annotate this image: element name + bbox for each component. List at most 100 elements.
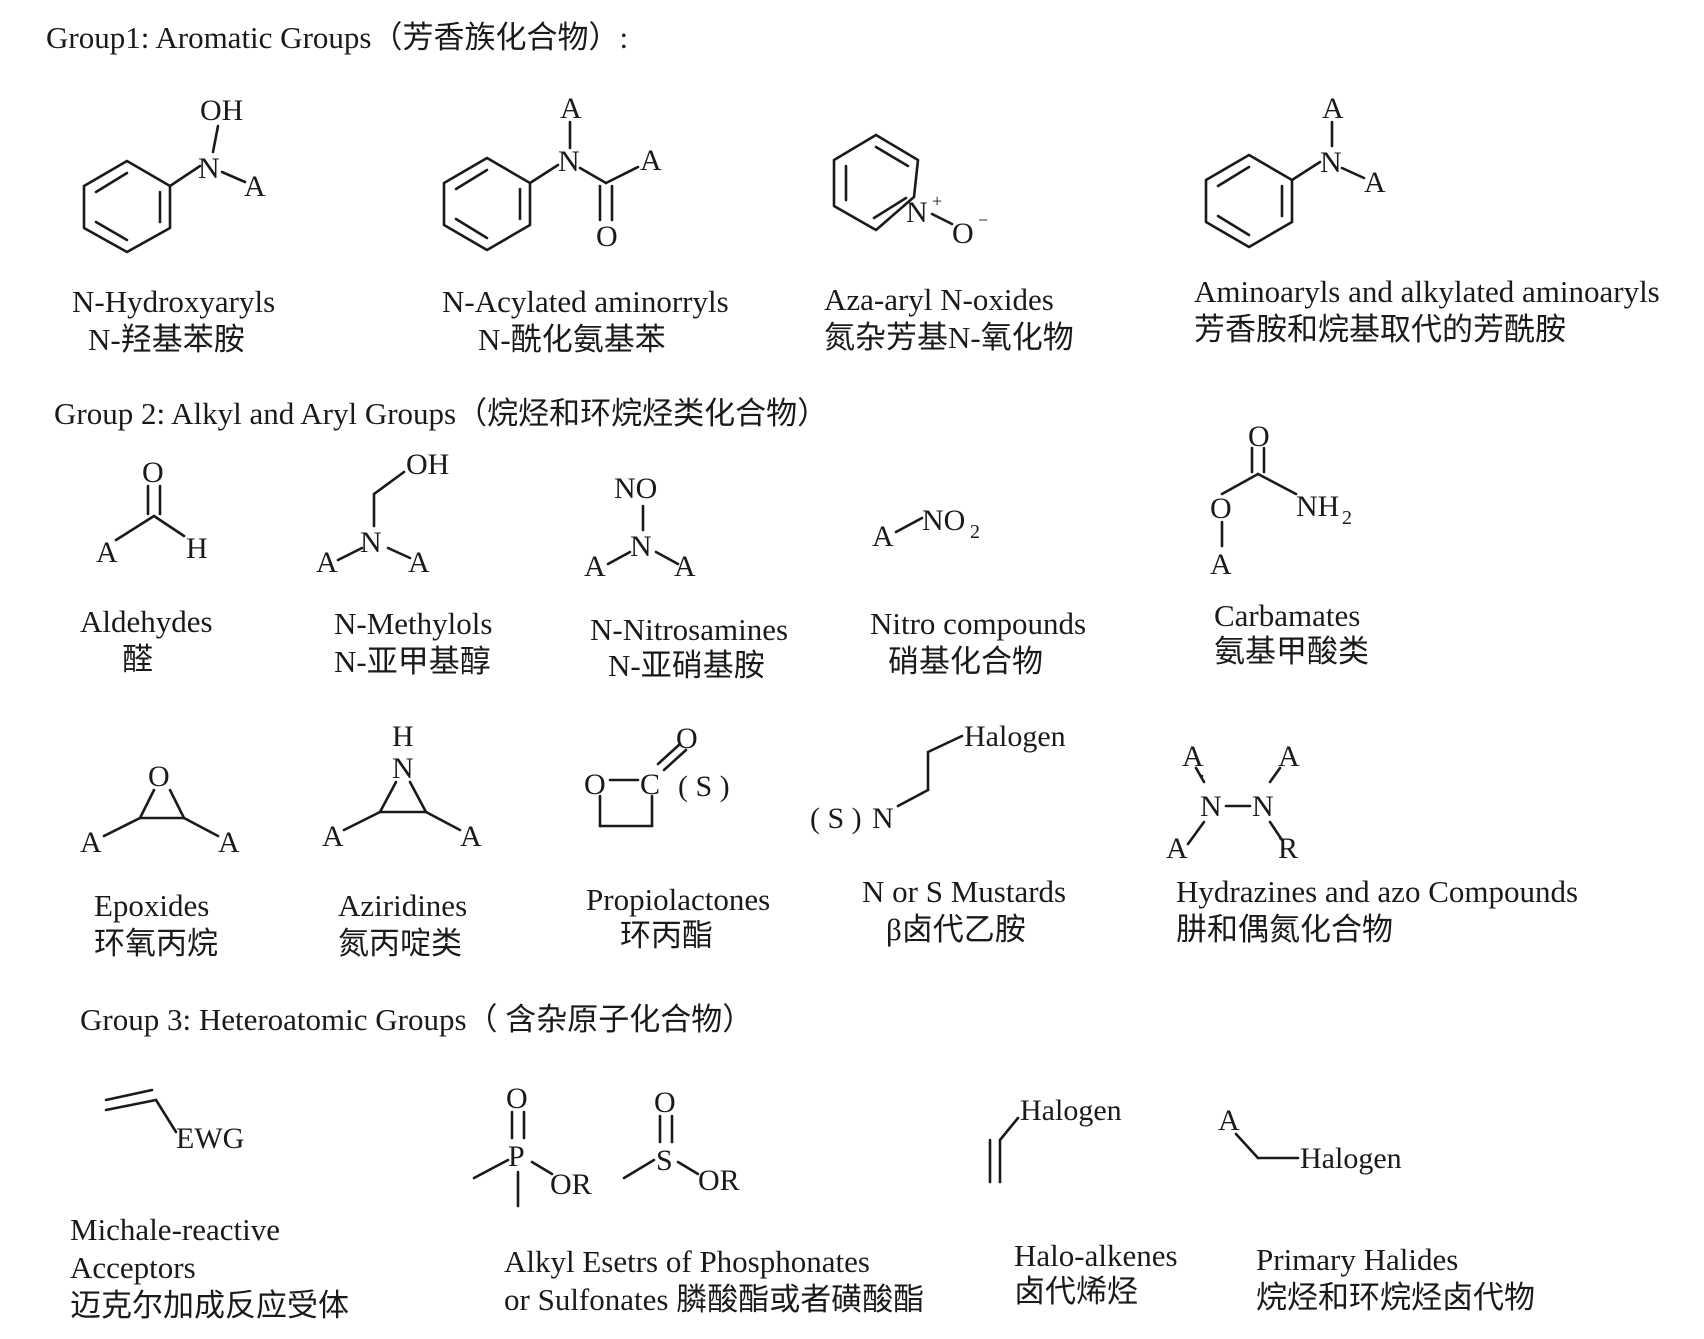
caption-n-acylated-zh: N-酰化氨基苯: [478, 322, 666, 357]
structure-aldehydes: O A H: [96, 456, 208, 569]
atom-n: N: [1252, 790, 1274, 823]
atom-c: C: [640, 768, 660, 801]
atom-a: A: [1166, 832, 1188, 865]
caption-primary-halides-en: Primary Halides: [1256, 1242, 1459, 1277]
atom-no2: NO: [922, 504, 965, 537]
atom-s: S: [656, 1144, 673, 1177]
caption-n-nitrosamines-en: N-Nitrosamines: [590, 612, 789, 647]
atom-a: A: [560, 92, 582, 125]
charge-plus: +: [932, 191, 942, 211]
atom-o: O: [506, 1082, 528, 1115]
atom-n: N: [360, 526, 382, 559]
atom-n: N: [1200, 790, 1222, 823]
caption-haloalkenes-zh: 卤代烯烃: [1014, 1274, 1138, 1309]
caption-michael-en2: Acceptors: [70, 1250, 196, 1285]
atom-o: O: [596, 220, 618, 253]
caption-propiolactones-en: Propiolactones: [586, 882, 771, 917]
atom-ewg: EWG: [176, 1122, 244, 1155]
atom-h: H: [186, 532, 208, 565]
caption-n-hydroxyaryls-zh: N-羟基苯胺: [88, 322, 245, 357]
group3-heading: Group 3: Heteroatomic Groups（ 含杂原子化合物）: [80, 1002, 754, 1037]
atom-o: O: [1210, 492, 1232, 525]
atom-halogen: Halogen: [1020, 1094, 1122, 1127]
atom-oh: OH: [200, 94, 243, 127]
structure-epoxides: O A A: [80, 760, 240, 859]
caption-n-methylols-zh: N-亚甲基醇: [334, 644, 491, 679]
caption-michael-en1: Michale-reactive: [70, 1212, 280, 1247]
structure-michael: EWG: [104, 1088, 244, 1155]
atom-n: N: [1320, 146, 1342, 179]
atom-a: A: [1278, 740, 1300, 773]
atom-a: A: [96, 536, 118, 569]
atom-or: OR: [550, 1168, 592, 1201]
atom-or: OR: [698, 1164, 740, 1197]
atom-a: A: [872, 520, 894, 553]
structure-phosphonates: O P OR O S OR: [472, 1082, 740, 1208]
caption-hydrazines-en: Hydrazines and azo Compounds: [1176, 874, 1579, 909]
atom-o: O: [952, 217, 974, 250]
caption-aza-aryl-zh: 氮杂芳基N-氧化物: [824, 320, 1074, 355]
caption-n-nitrosamines-zh: N-亚硝基胺: [608, 648, 765, 683]
atom-n: N: [872, 802, 894, 835]
group2-heading: Group 2: Alkyl and Aryl Groups（烷烃和环烷烃类化合…: [54, 396, 829, 431]
caption-propiolactones-zh: 环丙酯: [620, 918, 713, 953]
atom-a: A: [316, 546, 338, 579]
caption-aziridines-en: Aziridines: [338, 888, 468, 923]
atom-no: NO: [614, 472, 657, 505]
atom-h: H: [392, 720, 414, 753]
caption-n-methylols-en: N-Methylols: [334, 606, 493, 641]
subscript-2: 2: [970, 521, 980, 543]
caption-michael-zh: 迈克尔加成反应受体: [70, 1288, 349, 1323]
caption-aza-aryl-en: Aza-aryl N-oxides: [824, 282, 1054, 317]
atom-a: A: [244, 170, 266, 203]
atom-a: A: [674, 550, 696, 583]
caption-haloalkenes-en: Halo-alkenes: [1014, 1238, 1178, 1273]
atom-a: A: [1364, 166, 1386, 199]
atom-n: N: [558, 145, 580, 178]
structure-primary-halides: A Halogen: [1218, 1104, 1402, 1175]
atom-o: O: [676, 722, 698, 755]
atom-a: A: [408, 546, 430, 579]
caption-carbamates-en: Carbamates: [1214, 598, 1361, 633]
atom-halogen: Halogen: [1300, 1142, 1402, 1175]
label-s: ( S ): [810, 802, 862, 835]
subscript-2: 2: [1342, 507, 1352, 529]
atom-a: A: [1218, 1104, 1240, 1137]
atom-n: N: [392, 752, 414, 785]
structure-n-methylols: OH N A A: [316, 448, 449, 579]
caption-phosphonates-en1: Alkyl Esetrs of Phosphonates: [504, 1244, 870, 1279]
atom-a: A: [218, 826, 240, 859]
caption-aldehydes-zh: 醛: [122, 642, 153, 677]
atom-halogen: Halogen: [964, 720, 1066, 753]
atom-p: P: [508, 1140, 525, 1173]
caption-aminoaryls-zh: 芳香胺和烷基取代的芳酰胺: [1194, 312, 1566, 347]
group1-heading: Group1: Aromatic Groups（芳香族化合物）:: [46, 20, 629, 55]
caption-n-hydroxyaryls-en: N-Hydroxyaryls: [72, 284, 276, 319]
structure-propiolactones: O C O ( S ): [584, 722, 730, 828]
caption-primary-halides-zh: 烷烃和环烷烃卤代物: [1256, 1280, 1535, 1315]
caption-mustards-en: N or S Mustards: [862, 874, 1067, 909]
caption-hydrazines-zh: 肼和偶氮化合物: [1176, 912, 1393, 947]
caption-aminoaryls-en: Aminoaryls and alkylated aminoaryls: [1194, 274, 1660, 309]
structure-haloalkenes: Halogen: [988, 1094, 1122, 1184]
structure-n-acylated: A N A O: [442, 92, 662, 253]
atom-oh: OH: [406, 448, 449, 481]
atom-a: A: [640, 144, 662, 177]
caption-nitro-zh: 硝基化合物: [888, 644, 1043, 679]
atom-r: R: [1278, 832, 1298, 865]
caption-phosphonates-en2: or Sulfonates 膦酸酯或者磺酸酯: [504, 1282, 925, 1317]
caption-aziridines-zh: 氮丙啶类: [338, 926, 462, 961]
atom-a: A: [80, 826, 102, 859]
atom-nh2: NH: [1296, 490, 1339, 523]
structure-aziridines: H N A A: [322, 720, 482, 853]
atom-n: N: [906, 196, 928, 229]
structure-n-nitrosamines: NO N A A: [584, 472, 696, 583]
structure-mustards: ( S ) N Halogen: [810, 720, 1066, 835]
atom-o: O: [584, 768, 606, 801]
atom-o: O: [148, 760, 170, 793]
charge-minus: −: [978, 210, 988, 230]
caption-epoxides-en: Epoxides: [94, 888, 210, 923]
structure-aminoaryls: A N A: [1204, 92, 1386, 249]
